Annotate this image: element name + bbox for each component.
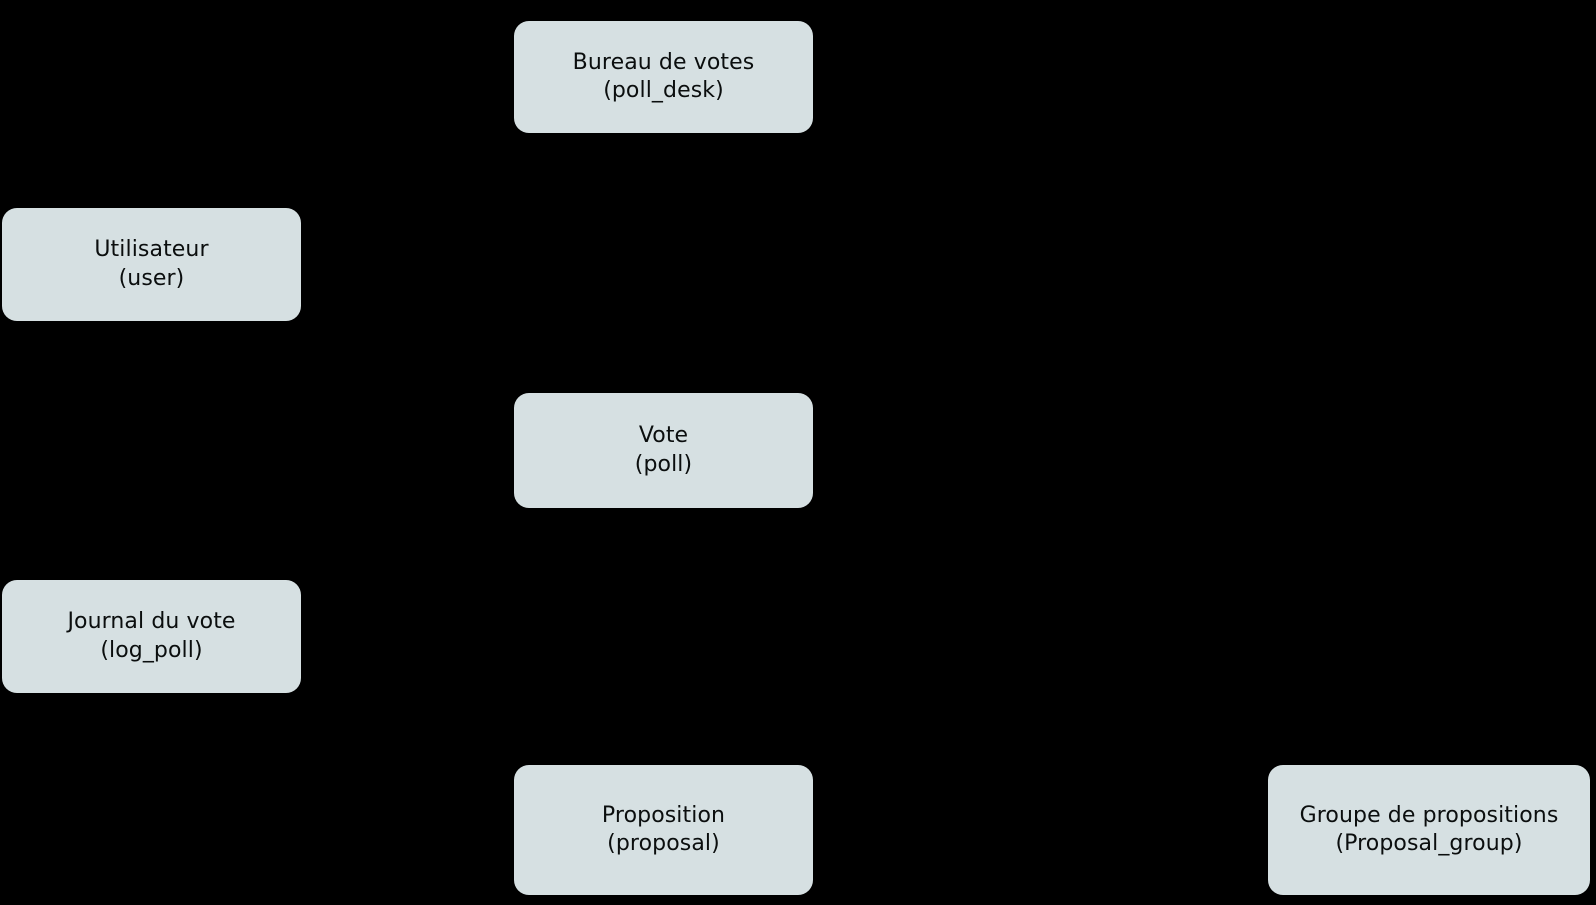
entity-node-poll[interactable]: Vote(poll)	[514, 393, 813, 508]
entity-node-poll_desk[interactable]: Bureau de votes (poll_desk)	[514, 21, 813, 133]
entity-label: Groupe de propositions	[1299, 802, 1559, 828]
entity-node-proposal[interactable]: Proposition (proposal)	[514, 765, 813, 895]
entity-label: Proposition	[601, 802, 726, 828]
entity-code: (user)	[118, 265, 185, 291]
entity-label: Vote	[638, 423, 689, 449]
entity-node-proposal_group[interactable]: Groupe de propositions (Proposal_group)	[1268, 765, 1590, 895]
entity-label: Bureau de votes	[572, 49, 755, 75]
entity-code: (poll_desk)	[603, 78, 724, 103]
entity-node-log_poll[interactable]: Journal du vote(log_poll)	[2, 580, 301, 693]
entity-code: (proposal)	[607, 831, 720, 856]
entity-label: Journal du vote	[67, 609, 236, 635]
entity-node-user[interactable]: Utilisateur(user)	[2, 208, 301, 321]
entity-label: Utilisateur	[94, 237, 209, 263]
entity-code: (Proposal_group)	[1335, 831, 1523, 856]
entity-code: (poll)	[634, 451, 693, 477]
entity-code: (log_poll)	[100, 637, 203, 663]
